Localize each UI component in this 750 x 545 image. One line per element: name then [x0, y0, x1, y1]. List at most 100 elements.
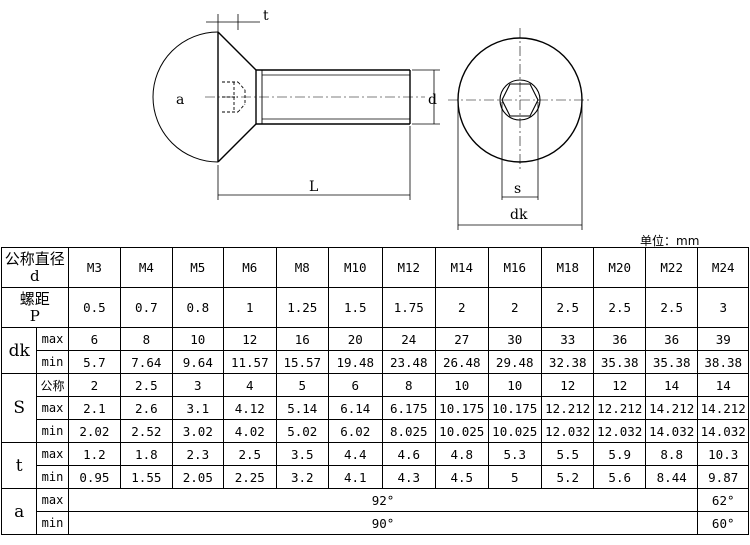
s-nom-cell: 2.5 — [120, 373, 173, 397]
size-cell: M24 — [697, 247, 749, 288]
side-view — [152, 14, 440, 200]
dk-max-cell: 36 — [593, 327, 646, 351]
pitch-cell: 0.7 — [120, 287, 173, 328]
dk-min-cell: 38.38 — [697, 350, 749, 374]
dk-min-cell: 35.38 — [644, 350, 699, 374]
dk-max-cell: 36 — [644, 327, 699, 351]
size-cell: M12 — [381, 247, 437, 288]
dk-min-cell: 11.57 — [223, 350, 277, 374]
s-nom-label: 公称 — [36, 373, 69, 397]
s-nom-cell: 14 — [697, 373, 749, 397]
t-min-cell: 4.1 — [328, 465, 383, 489]
s-nom-cell: 3 — [171, 373, 225, 397]
s-min-cell: 8.025 — [381, 419, 437, 443]
label-dk: dk — [510, 207, 528, 223]
s-nom-cell: 2 — [67, 373, 122, 397]
dk-min-cell: 7.64 — [120, 350, 173, 374]
t-min-cell: 9.87 — [697, 465, 749, 489]
s-max-cell: 5.14 — [275, 396, 330, 420]
s-nom-cell: 8 — [381, 373, 437, 397]
size-cell: M4 — [120, 247, 173, 288]
t-max-cell: 10.3 — [697, 442, 749, 466]
label-d: d — [428, 92, 437, 108]
bolt-technical-drawing: t a d L s dk — [152, 8, 592, 230]
dk-max-cell: 12 — [223, 327, 277, 351]
s-min-cell: 2.02 — [67, 419, 122, 443]
dk-min-cell: 9.64 — [171, 350, 225, 374]
dk-min-cell: 15.57 — [275, 350, 330, 374]
s-nom-cell: 10 — [435, 373, 489, 397]
pitch-cell: 2.5 — [540, 287, 595, 328]
t-min-cell: 2.05 — [171, 465, 225, 489]
label-a: a — [176, 92, 184, 108]
t-min-cell: 0.95 — [67, 465, 122, 489]
s-min-cell: 12.032 — [593, 419, 646, 443]
header-size-label-cn: 公称直径 — [4, 249, 65, 268]
dk-min-cell: 19.48 — [328, 350, 383, 374]
s-nom-cell: 6 — [328, 373, 383, 397]
t-min-cell: 3.2 — [275, 465, 330, 489]
pitch-cell: 1.5 — [328, 287, 383, 328]
s-max-cell: 10.175 — [487, 396, 542, 420]
dk-max-cell: 6 — [67, 327, 122, 351]
dk-max-cell: 27 — [435, 327, 489, 351]
size-cell: M20 — [593, 247, 646, 288]
s-max-cell: 4.12 — [223, 396, 277, 420]
label-L: L — [309, 179, 318, 195]
s-max-cell: 12.212 — [593, 396, 646, 420]
t-max-label: max — [36, 442, 69, 466]
s-max-cell: 3.1 — [171, 396, 225, 420]
dk-max-cell: 10 — [171, 327, 225, 351]
t-max-cell: 2.3 — [171, 442, 225, 466]
size-cell: M10 — [328, 247, 383, 288]
pitch-cell: 2.5 — [593, 287, 646, 328]
t-min-cell: 1.55 — [120, 465, 173, 489]
s-min-cell: 10.025 — [487, 419, 542, 443]
t-min-cell: 5.2 — [540, 465, 595, 489]
dk-min-cell: 23.48 — [381, 350, 437, 374]
unit-label: 单位：mm — [640, 234, 700, 248]
s-min-cell: 3.02 — [171, 419, 225, 443]
dk-max-cell: 33 — [540, 327, 595, 351]
pitch-cell: 2 — [435, 287, 489, 328]
size-cell: M16 — [487, 247, 542, 288]
a-max-last-value: 62° — [697, 488, 749, 512]
s-min-label: min — [36, 419, 69, 443]
s-min-cell: 12.032 — [540, 419, 595, 443]
pitch-cell: 0.8 — [171, 287, 225, 328]
s-max-cell: 10.175 — [435, 396, 489, 420]
a-max-main-value: 92° — [67, 488, 699, 512]
s-max-label: max — [36, 396, 69, 420]
dk-max-cell: 30 — [487, 327, 542, 351]
dk-max-cell: 16 — [275, 327, 330, 351]
dk-min-cell: 32.38 — [540, 350, 595, 374]
s-max-cell: 2.1 — [67, 396, 122, 420]
a-min-last-value: 60° — [697, 511, 749, 535]
dk-min-cell: 35.38 — [593, 350, 646, 374]
s-nom-cell: 5 — [275, 373, 330, 397]
s-nom-cell: 12 — [540, 373, 595, 397]
t-max-cell: 3.5 — [275, 442, 330, 466]
t-max-cell: 4.6 — [381, 442, 437, 466]
size-cell: M5 — [171, 247, 225, 288]
dk-max-cell: 24 — [381, 327, 437, 351]
label-t: t — [263, 8, 269, 24]
t-max-cell: 4.8 — [435, 442, 489, 466]
t-min-cell: 8.44 — [644, 465, 699, 489]
t-label: t — [0, 442, 38, 489]
t-max-cell: 1.8 — [120, 442, 173, 466]
pitch-cell: 2 — [487, 287, 542, 328]
t-max-cell: 8.8 — [644, 442, 699, 466]
dk-label: dk — [0, 327, 38, 374]
t-min-cell: 4.3 — [381, 465, 437, 489]
s-nom-cell: 10 — [487, 373, 542, 397]
